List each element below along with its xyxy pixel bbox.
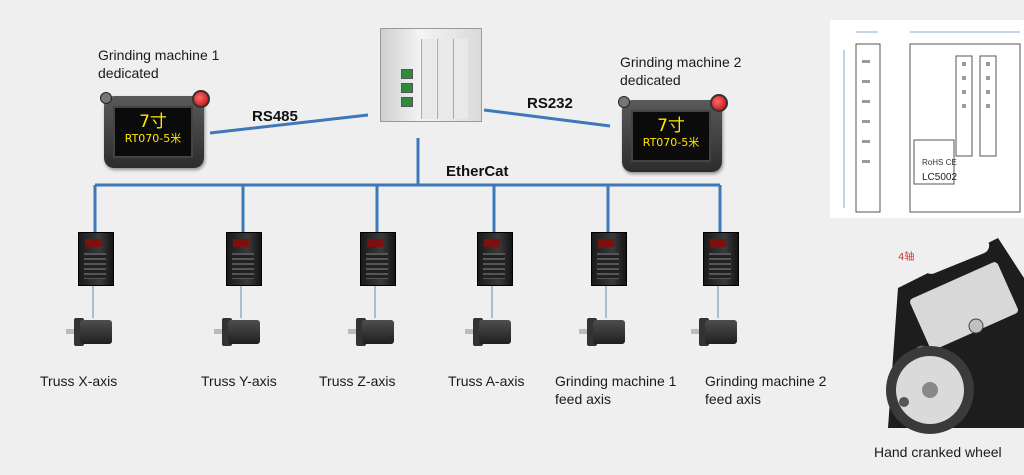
module-cert-marks: RoHS CE: [922, 158, 957, 167]
controller-body: [380, 28, 482, 122]
handwheel-axis-tag: 4轴: [898, 252, 915, 263]
module-model-label: LC5002: [922, 172, 958, 183]
hmi-panel-right: 7寸 RT070-5米: [618, 94, 728, 172]
emergency-stop-icon: [710, 94, 728, 112]
servo-motor: [691, 318, 739, 346]
hmi-left-screen-model: RT070-5米: [124, 132, 182, 145]
servo-drive: [226, 232, 262, 286]
hmi-left-screen: 7寸 RT070-5米: [113, 106, 193, 158]
axis-label-truss-x: Truss X-axis: [40, 372, 117, 390]
servo-drive: [360, 232, 396, 286]
hmi-right-screen-size: 7寸: [657, 116, 685, 136]
knob-icon: [618, 96, 630, 108]
hand-cranked-wheel: [858, 218, 1024, 440]
hmi-right-caption-line1: Grinding machine 2: [620, 54, 742, 70]
axis-label-truss-a: Truss A-axis: [448, 372, 525, 390]
hmi-right-caption: Grinding machine 2 dedicated: [620, 53, 741, 89]
axis-label-line1: Grinding machine 1: [555, 373, 677, 389]
knob-icon: [100, 92, 112, 104]
hmi-left-caption: Grinding machine 1 dedicated: [98, 46, 219, 82]
port-icon: [401, 97, 413, 107]
module-outline-drawing: [843, 31, 1021, 213]
hmi-right-screen: 7寸 RT070-5米: [631, 110, 711, 162]
axis-label-line1: Truss A-axis: [448, 373, 525, 389]
axis-label-grinder1-feed: Grinding machine 1 feed axis: [555, 372, 676, 408]
servo-motor: [348, 318, 396, 346]
servo-drive: [78, 232, 114, 286]
axis-label-line2: feed axis: [705, 391, 762, 407]
module-datasheet-drawing: RoHS CE LC5002: [830, 20, 1024, 218]
io-module: [437, 39, 452, 119]
port-icon: [401, 69, 413, 79]
io-module: [421, 39, 436, 119]
servo-drive: [591, 232, 627, 286]
hmi-right-caption-line2: dedicated: [620, 72, 681, 88]
axis-label-line1: Truss Y-axis: [201, 373, 277, 389]
hmi-left-caption-line2: dedicated: [98, 65, 159, 81]
servo-motor: [579, 318, 627, 346]
hmi-left-screen-size: 7寸: [139, 112, 167, 132]
hmi-right-screen-model: RT070-5米: [642, 136, 700, 149]
servo-drive: [703, 232, 739, 286]
handwheel-icon: [886, 232, 1024, 434]
axis-label-truss-z: Truss Z-axis: [319, 372, 395, 390]
servo-drive: [477, 232, 513, 286]
axis-label-line2: feed axis: [555, 391, 612, 407]
controller-device: [370, 22, 482, 126]
axis-label-line1: Grinding machine 2: [705, 373, 827, 389]
hmi-panel-left: 7寸 RT070-5米: [100, 90, 210, 168]
servo-motor: [465, 318, 513, 346]
rs485-label: RS485: [252, 108, 298, 125]
port-icon: [401, 83, 413, 93]
servo-motor: [66, 318, 114, 346]
axis-label-truss-y: Truss Y-axis: [201, 372, 277, 390]
axis-label-line1: Truss X-axis: [40, 373, 118, 389]
ethercat-label: EtherCat: [446, 163, 509, 180]
handwheel-caption: Hand cranked wheel: [874, 444, 1002, 460]
hmi-left-caption-line1: Grinding machine 1: [98, 47, 220, 63]
rs232-label: RS232: [527, 95, 573, 112]
servo-motor: [214, 318, 262, 346]
axis-label-line1: Truss Z-axis: [319, 373, 396, 389]
io-module: [453, 39, 468, 119]
emergency-stop-icon: [192, 90, 210, 108]
axis-label-grinder2-feed: Grinding machine 2 feed axis: [705, 372, 826, 408]
